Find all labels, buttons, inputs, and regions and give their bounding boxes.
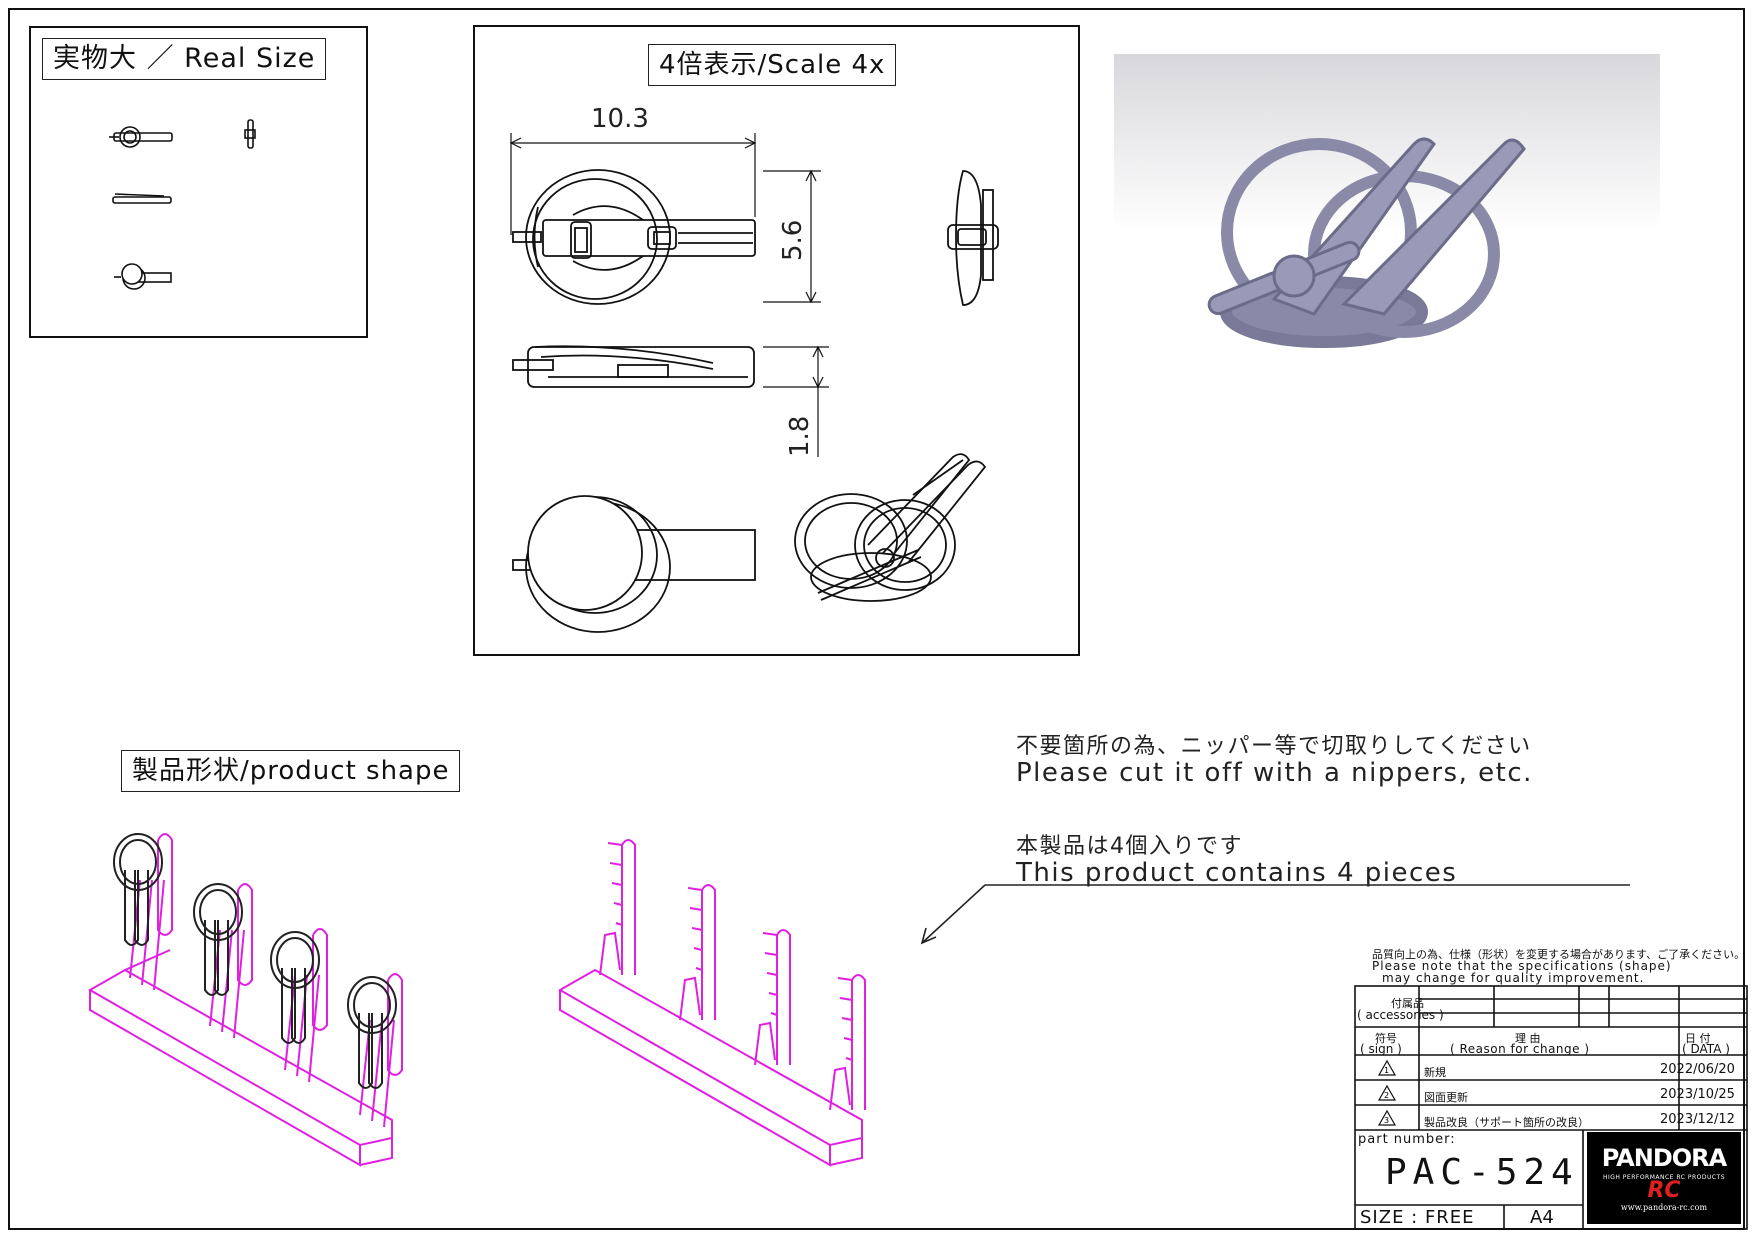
side-view — [947, 170, 999, 306]
logo-rc: RC — [1647, 1178, 1681, 1203]
cut-note-jp: 不要箇所の為、ニッパー等で切取りしてください — [1016, 734, 1532, 759]
rev-sign-1: 1 — [1384, 1066, 1389, 1075]
dim-width: 10.3 — [591, 104, 649, 134]
rev-date-2: 2023/10/25 — [1660, 1087, 1735, 1102]
scale-drawings: 10.3 5.6 1.8 — [509, 104, 999, 633]
real-size-label: 実物大 ／ Real Size — [42, 38, 327, 80]
tb-part-number: PAC-524 — [1385, 1152, 1579, 1193]
rev-date-3: 2023/12/12 — [1660, 1112, 1735, 1127]
real-size-views — [109, 119, 256, 290]
runner-only — [557, 839, 866, 1167]
product-shape-label: 製品形状/product shape — [121, 750, 461, 792]
tb-part-number-label: part number: — [1358, 1132, 1456, 1147]
bottom-view — [512, 495, 756, 633]
runner-with-parts — [87, 833, 403, 1167]
tb-date-label2: ( DATA ) — [1682, 1042, 1730, 1056]
drawing-frame — [8, 8, 1745, 1230]
tb-reason-label1: 理 由 — [1515, 1032, 1541, 1045]
rev-reason-2: 図面更新 — [1424, 1091, 1468, 1104]
iso-view — [794, 453, 987, 602]
logo-name: PANDORA — [1601, 1144, 1727, 1172]
logo-url: www.pandora-rc.com — [1620, 1203, 1708, 1212]
logo-tagline: HIGH PERFORMANCE RC PRODUCTS — [1602, 1174, 1726, 1181]
tb-accessories-label2: ( accessories ) — [1357, 1008, 1444, 1022]
render-part — [1207, 137, 1526, 348]
tb-notice-en2: may change for quality improvement. — [1382, 971, 1645, 985]
top-view — [512, 169, 756, 305]
tb-accessories-label1: 付属品 — [1391, 997, 1424, 1010]
dim-thickness: 1.8 — [785, 416, 815, 457]
tb-notice-en1: Please note that the specifications (sha… — [1372, 959, 1672, 973]
count-note-jp: 本製品は4個入りです — [1016, 834, 1243, 859]
cut-note-en: Please cut it off with a nippers, etc. — [1016, 758, 1533, 788]
rev-date-1: 2022/06/20 — [1660, 1062, 1735, 1077]
tb-date-label1: 日 付 — [1685, 1032, 1711, 1045]
tb-size: SIZE : FREE — [1360, 1207, 1475, 1228]
tb-sign-label1: 符号 — [1375, 1032, 1397, 1045]
rev-reason-1: 新規 — [1424, 1066, 1446, 1079]
title-block-grid: 1 2 3 — [1354, 985, 1748, 1230]
dim-height: 5.6 — [778, 220, 808, 261]
tb-paper: A4 — [1530, 1207, 1554, 1228]
scale-label: 4倍表示/Scale 4x — [648, 44, 897, 86]
tb-notice-jp: 品質向上の為、仕様（形状）を変更する場合があります、ご了承ください。 — [1372, 948, 1746, 961]
tb-reason-label2: ( Reason for change ) — [1450, 1042, 1590, 1056]
front-view — [512, 345, 755, 388]
pandora-logo: PANDORA HIGH PERFORMANCE RC PRODUCTS RC … — [1587, 1132, 1741, 1224]
rev-sign-2: 2 — [1384, 1091, 1389, 1100]
tb-sign-label2: ( sign ) — [1360, 1042, 1402, 1056]
rev-sign-3: 3 — [1384, 1116, 1389, 1125]
count-note-en: This product contains 4 pieces — [1016, 858, 1458, 888]
leader-arrow — [920, 884, 1630, 945]
rev-reason-3: 製品改良（サポート箇所の改良） — [1424, 1116, 1589, 1129]
